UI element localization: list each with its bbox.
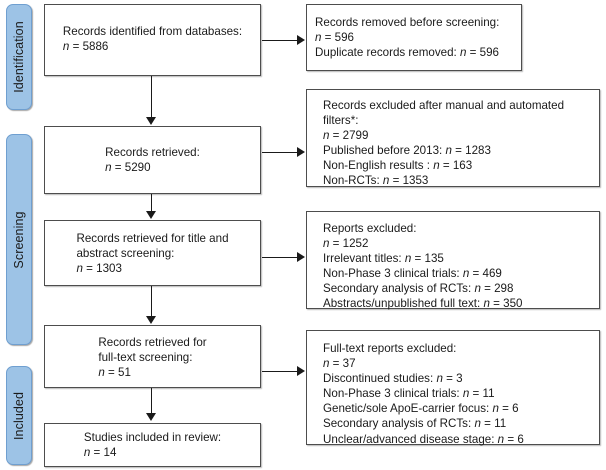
box-line: n = 5290: [105, 161, 151, 175]
box-line: Unclear/advanced disease stage: n = 6: [323, 432, 524, 446]
stage-pill-screening: Screening: [6, 134, 32, 345]
stage-label-included: Included: [12, 391, 26, 440]
box-line: full-text screening:: [98, 351, 193, 365]
box-line: Studies included in review:: [83, 431, 222, 444]
box-line: n = 14: [83, 446, 117, 460]
box-line: Non-English results : n = 163: [323, 159, 473, 173]
box-records-excluded-filters: Records excluded after manual and automa…: [306, 89, 600, 187]
box-line: Irrelevant titles: n = 135: [323, 252, 444, 266]
box-line: Records retrieved:: [105, 146, 200, 159]
box-line: Records retrieved for: [98, 336, 207, 349]
box-line: n = 1303: [76, 262, 122, 276]
box-line: n = 1252: [323, 237, 369, 251]
stage-label-screening: Screening: [12, 210, 26, 269]
box-line: Non-Phase 3 clinical trials: n = 469: [323, 267, 502, 281]
box-line: n = 5886: [62, 40, 109, 54]
box-line: Duplicate records removed: n = 596: [315, 46, 499, 60]
box-line: Records retrieved for title and: [76, 232, 229, 245]
box-records-title-abstract-screening: Records retrieved for title and abstract…: [44, 220, 261, 286]
box-fulltext-reports-excluded: Full-text reports excluded: n = 37 Disco…: [306, 330, 600, 446]
box-line: Genetic/sole ApoE-carrier focus: n = 6: [323, 402, 519, 416]
stage-label-identification: Identification: [12, 21, 26, 93]
box-line: n = 51: [98, 366, 131, 380]
box-line: Records identified from databases:: [62, 25, 243, 38]
box-line: Secondary analysis of RCTs: n = 298: [323, 282, 514, 296]
box-line: Records excluded after manual and automa…: [323, 99, 565, 112]
box-records-identified: Records identified from databases: n = 5…: [44, 4, 261, 76]
box-records-retrieved: Records retrieved: n = 5290: [44, 126, 261, 194]
box-line: Non-RCTs: n = 1353: [323, 174, 429, 188]
box-line: Records removed before screening:: [315, 16, 500, 29]
box-studies-included: Studies included in review: n = 14: [44, 423, 261, 467]
box-line: Non-Phase 3 clinical trials: n = 11: [323, 387, 495, 401]
box-records-fulltext-screening: Records retrieved for full-text screenin…: [44, 325, 261, 388]
box-line: Secondary analysis of RCTs: n = 11: [323, 417, 507, 431]
box-line: Published before 2013: n = 1283: [323, 144, 491, 158]
box-line: n = 2799: [323, 129, 369, 143]
box-line: n = 596: [315, 31, 355, 45]
box-line: filters*:: [323, 114, 359, 128]
box-line: Full-text reports excluded:: [323, 342, 457, 355]
box-line: n = 37: [323, 357, 356, 371]
box-line: Discontinued studies: n = 3: [323, 372, 463, 386]
box-line: abstract screening:: [76, 247, 175, 261]
box-line: Abstracts/unpublished full text: n = 350: [323, 297, 523, 311]
box-line: Reports excluded:: [323, 222, 417, 235]
box-reports-excluded: Reports excluded: n = 1252 Irrelevant ti…: [306, 211, 600, 311]
stage-pill-included: Included: [6, 366, 32, 465]
stage-pill-identification: Identification: [6, 4, 32, 110]
box-records-removed-before-screening: Records removed before screening: n = 59…: [306, 4, 522, 71]
